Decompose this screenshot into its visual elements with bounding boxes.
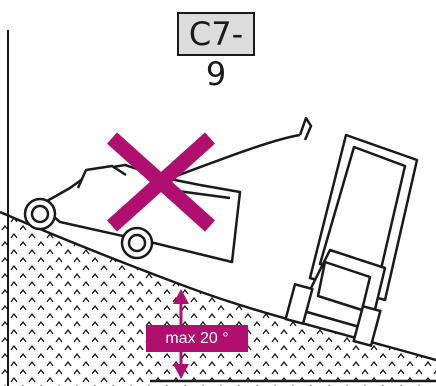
max-angle-label: max 20 ° — [146, 325, 248, 352]
tipping-mower — [23, 116, 313, 264]
figure-label: C7-9 — [177, 12, 255, 93]
x-mark-icon — [106, 132, 216, 232]
upright-mower — [284, 133, 419, 347]
slope-surface-line — [0, 210, 436, 362]
